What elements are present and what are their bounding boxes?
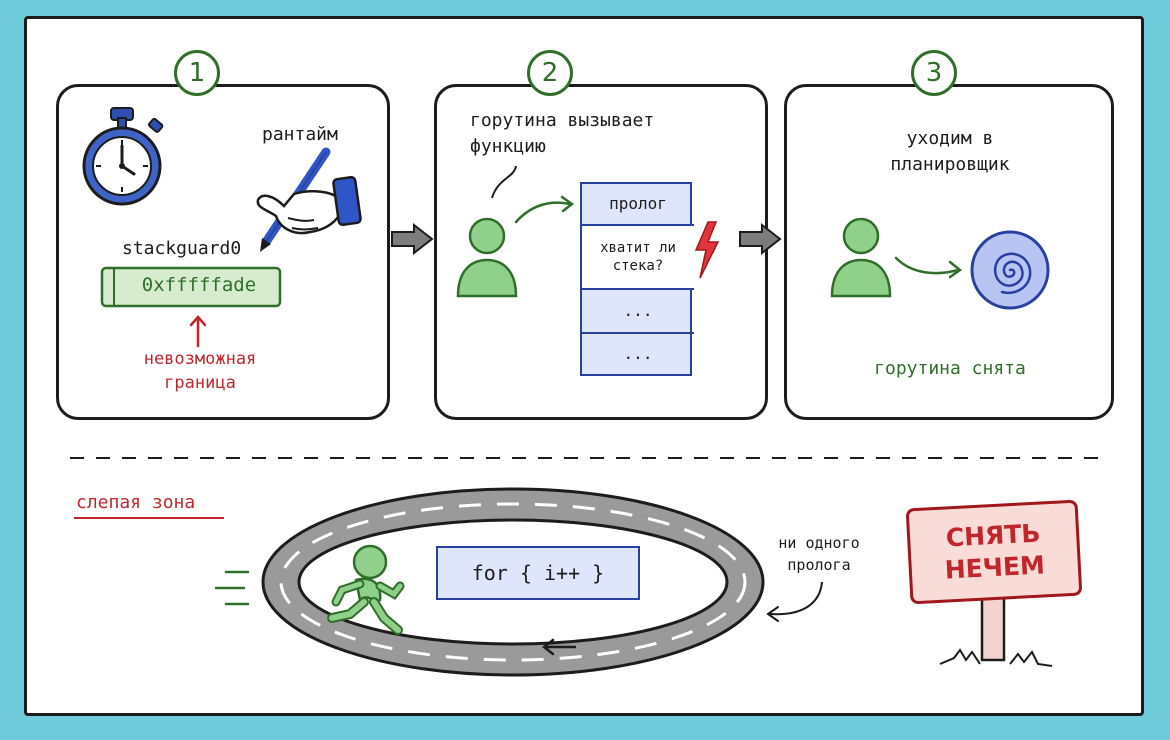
stackguard-box <box>100 266 282 308</box>
scheduler-spiral-icon <box>970 230 1050 310</box>
speed-lines-icon <box>214 570 250 606</box>
scheduler-caption-1: уходим в <box>906 128 994 149</box>
call-caption-2: функцию <box>470 136 546 157</box>
stack-check: хватит ли стека? <box>582 224 694 288</box>
stack-dots-2: ... <box>623 344 653 363</box>
stack-dots-1: ... <box>623 301 653 320</box>
note-pointer-arrow-icon <box>766 581 823 622</box>
scheduler-caption-2: планировщик <box>890 154 1010 175</box>
next-step-arrow-1 <box>391 222 434 256</box>
stack-prologue: пролог <box>582 184 694 224</box>
stop-sign: СНЯТЬ НЕЧЕМ <box>905 499 1083 605</box>
panel-scheduler <box>784 84 1114 420</box>
stack-frame: ... <box>582 332 694 374</box>
call-caption-1: горутина вызывает <box>470 110 655 131</box>
hand-with-pen-icon <box>256 147 362 252</box>
stack-check-line-1: хватит ли <box>600 240 676 256</box>
sign-line-2: НЕЧЕМ <box>944 550 1046 585</box>
code-box: for { i++ } <box>436 546 640 600</box>
stack-check-line-2: стека? <box>612 258 664 274</box>
prologue-label: пролог <box>609 194 667 213</box>
no-prologue-note-2: пролога <box>787 556 851 574</box>
blind-zone-underline <box>74 517 224 519</box>
step-number-3: 3 <box>911 50 957 96</box>
step-number-1: 1 <box>174 50 220 96</box>
stackguard-value: 0xfffffade <box>141 274 257 296</box>
impossible-bound-note-2: граница <box>164 373 236 393</box>
next-step-arrow-2 <box>739 222 782 256</box>
sign-line-1: СНЯТЬ <box>945 518 1042 553</box>
call-stack: пролог хватит ли стека? ... ... <box>580 182 694 376</box>
call-arrow-icon <box>514 195 575 224</box>
stack-frame: ... <box>582 288 694 332</box>
goroutine-figure-icon <box>830 217 892 298</box>
goroutine-stopped-label: горутина снята <box>874 358 1026 379</box>
no-prologue-note-1: ни одного <box>778 534 860 552</box>
running-goroutine-icon <box>327 544 405 635</box>
stackguard-label: stackguard0 <box>122 238 242 259</box>
stopwatch-icon <box>82 107 164 206</box>
blind-zone-label: слепая зона <box>76 492 196 513</box>
to-scheduler-arrow-icon <box>894 256 963 279</box>
goroutine-figure-icon <box>456 217 518 298</box>
step-number-2: 2 <box>527 50 573 96</box>
section-divider <box>70 457 1100 459</box>
caption-pointer <box>491 165 517 199</box>
impossible-bound-note-1: невозможная <box>143 349 257 369</box>
up-arrow-icon <box>189 315 207 348</box>
lightning-icon <box>694 221 720 279</box>
loop-direction-arrow-icon <box>541 638 576 656</box>
infinite-loop-code: for { i++ } <box>471 561 605 585</box>
runtime-label: рантайм <box>262 124 338 145</box>
